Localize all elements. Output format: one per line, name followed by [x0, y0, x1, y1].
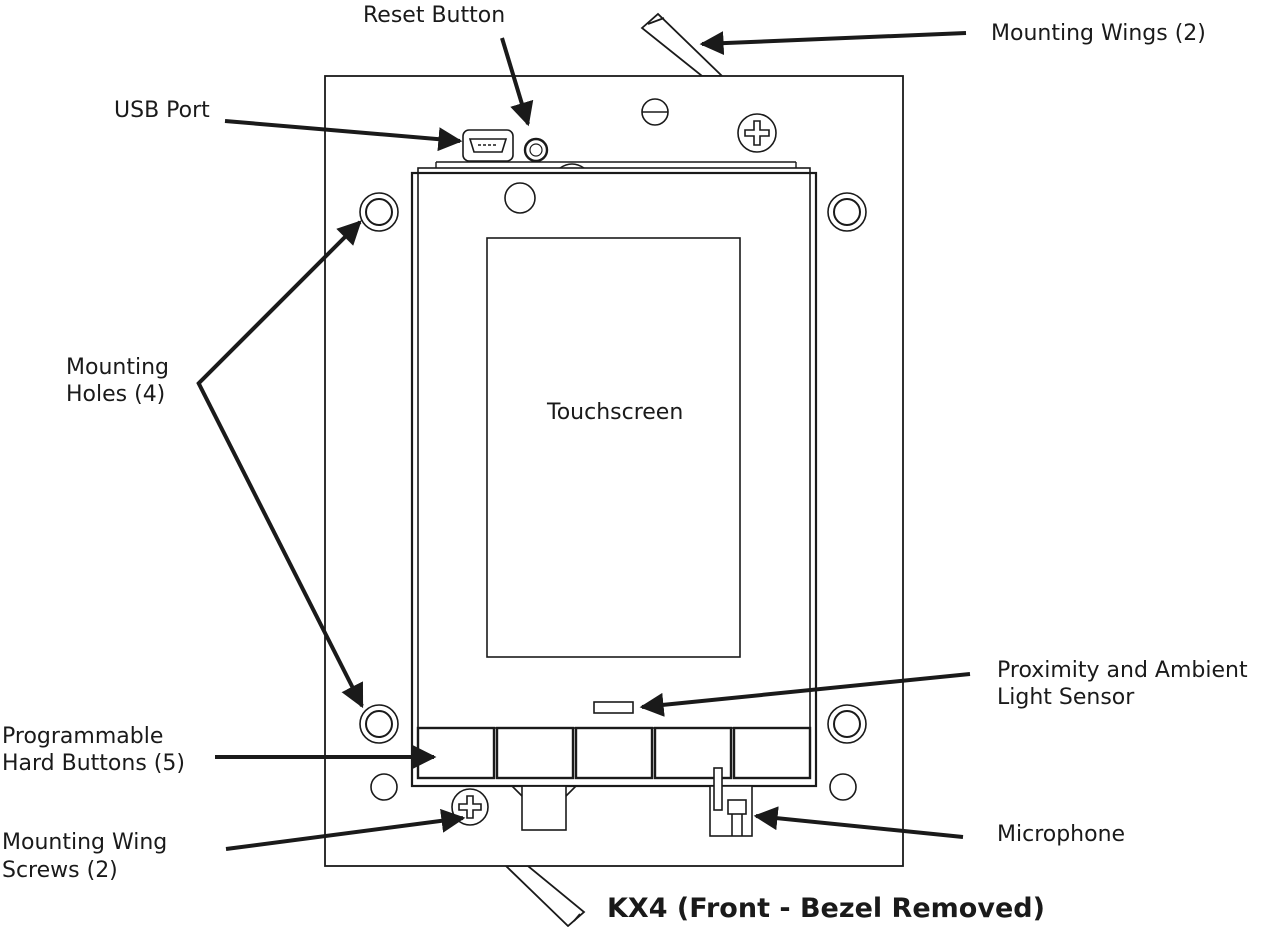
label-hard-buttons-1: Programmable — [2, 724, 164, 749]
mounting-hole-top-left — [359, 192, 399, 232]
mounting-wing-bottom — [503, 865, 586, 927]
touchscreen — [486, 237, 741, 658]
bottom-connector — [511, 785, 577, 831]
hard-button-2 — [495, 726, 575, 780]
label-hard-buttons-2: Hard Buttons (5) — [2, 751, 185, 776]
leader-wing-screws — [225, 808, 466, 851]
label-proximity-2: Light Sensor — [997, 685, 1135, 710]
leader-usb — [224, 119, 463, 152]
microphone — [709, 767, 753, 837]
label-usb-port: USB Port — [114, 98, 210, 123]
mounting-hole-top-right — [827, 192, 867, 232]
mounting-hole-bottom-right — [827, 704, 867, 744]
usb-port — [462, 129, 514, 162]
mounting-hole-bottom-left — [359, 704, 399, 744]
leader-microphone — [753, 806, 964, 839]
label-mounting-holes-2: Holes (4) — [66, 382, 166, 407]
mounting-holes — [359, 192, 867, 744]
label-touchscreen: Touchscreen — [547, 400, 684, 425]
label-mounting-wings: Mounting Wings (2) — [991, 21, 1206, 46]
reset-button — [523, 137, 549, 163]
leader-reset — [500, 37, 534, 127]
leader-hole-top — [196, 220, 362, 386]
label-reset-button: Reset Button — [363, 3, 506, 28]
label-wing-screws-1: Mounting Wing — [2, 830, 168, 855]
label-mounting-holes-1: Mounting — [66, 355, 169, 380]
callout-lines — [196, 31, 971, 851]
hard-button-5 — [732, 726, 812, 780]
hard-button-1 — [416, 726, 496, 780]
hard-button-3 — [574, 726, 654, 780]
label-wing-screws-2: Screws (2) — [2, 858, 118, 883]
leader-proximity — [639, 672, 971, 717]
wing-screw-top — [737, 113, 777, 153]
hard-buttons — [416, 726, 812, 780]
diagram-caption: KX4 (Front - Bezel Removed) — [607, 893, 1045, 924]
small-holes — [370, 182, 857, 801]
label-microphone: Microphone — [997, 822, 1126, 847]
slotted-screw-top — [641, 98, 669, 126]
leader-hole-bottom — [196, 381, 364, 709]
proximity-sensor — [593, 701, 634, 714]
leader-wings — [699, 31, 967, 56]
label-proximity-1: Proximity and Ambient — [997, 658, 1248, 683]
